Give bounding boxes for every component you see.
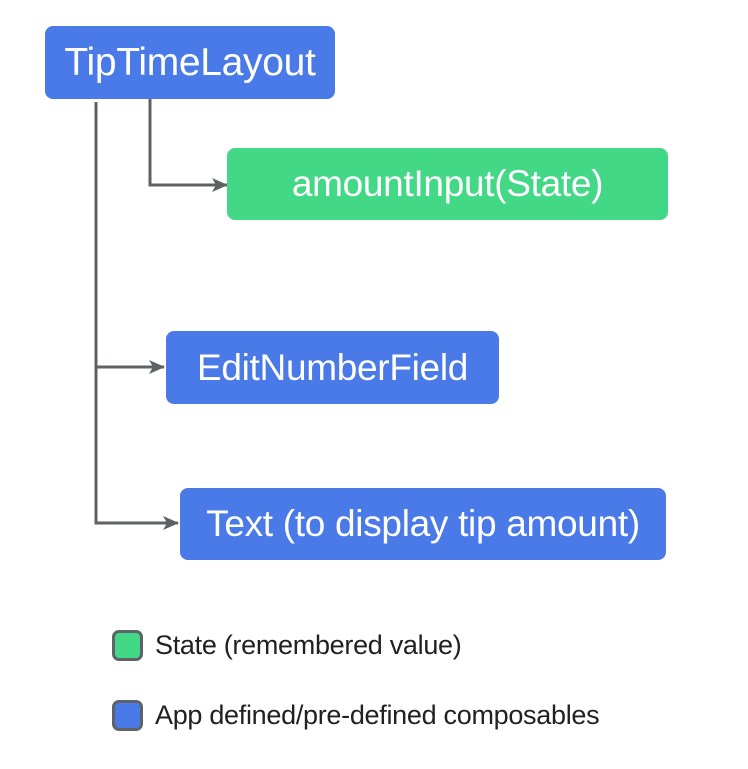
legend-item-state: State (remembered value) bbox=[112, 630, 462, 661]
node-editnumberfield: EditNumberField bbox=[166, 331, 499, 404]
node-amountinput-state: amountInput(State) bbox=[227, 148, 668, 220]
legend-label-composables: App defined/pre-defined composables bbox=[155, 700, 600, 730]
node-amountinput-state-label: amountInput(State) bbox=[291, 163, 604, 204]
node-text-display-tip-amount-label: Text (to display tip amount) bbox=[206, 503, 640, 544]
legend-item-composables: App defined/pre-defined composables bbox=[112, 700, 600, 731]
connector-root-to-textdisplay-arrow bbox=[94, 102, 179, 530]
connector-root-to-amountinput-arrow bbox=[148, 99, 228, 192]
legend-label-state: State (remembered value) bbox=[155, 630, 462, 660]
node-tiptimelayout: TipTimeLayout bbox=[45, 26, 335, 99]
node-tiptimelayout-label: TipTimeLayout bbox=[64, 40, 316, 84]
node-editnumberfield-label: EditNumberField bbox=[196, 346, 469, 388]
legend-swatch-composable-blue bbox=[112, 700, 143, 731]
legend-swatch-state-green bbox=[112, 630, 143, 661]
node-text-display-tip-amount: Text (to display tip amount) bbox=[180, 488, 666, 560]
